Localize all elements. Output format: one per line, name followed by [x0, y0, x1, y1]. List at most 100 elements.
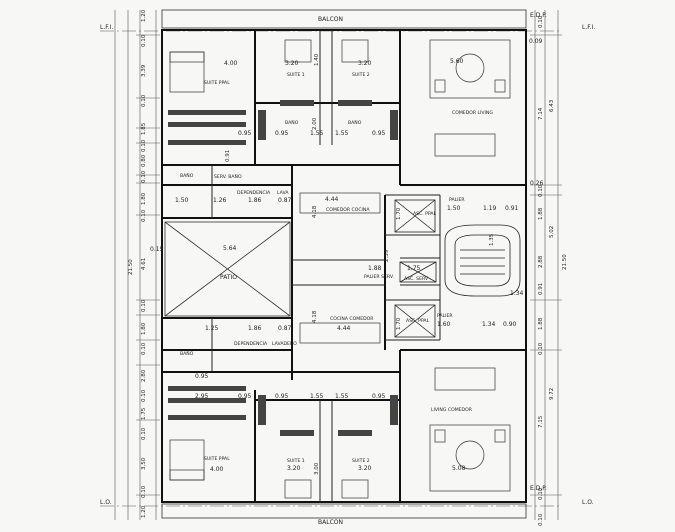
- dim-text: 1.19: [483, 205, 497, 212]
- dim-text: 0.95: [238, 130, 252, 137]
- dim-text: 1.88: [538, 317, 544, 330]
- dim-text: 0.95: [238, 393, 252, 400]
- dim-text: 1.50: [447, 205, 461, 212]
- living-comedor-bottom-label: LIVING COMEDOR: [431, 407, 473, 413]
- dimensions: 1.20 0.10 3.39 0.10 1.85 0.10 0.80 0.10 …: [128, 9, 568, 526]
- bano-serv-top-label: BAÑO: [180, 172, 194, 179]
- lava-top-label: LAVA: [277, 190, 289, 196]
- dim-text: 0.95: [372, 130, 386, 137]
- dim-text: 0.95: [372, 393, 386, 400]
- dim-text: 1.88: [368, 265, 382, 272]
- balcon-bottom-label: BALCON: [318, 519, 343, 526]
- dim-text: 0.87: [278, 197, 292, 204]
- edp-top-label: E.D.P.: [530, 12, 547, 19]
- dim-text: 1.26: [213, 197, 227, 204]
- dim-text: 2.80: [141, 369, 147, 382]
- dim-text: 1.70: [396, 207, 402, 220]
- serv-bano-top-label: SERV. BAÑO: [214, 173, 242, 180]
- dim-text: 0.10: [141, 209, 147, 222]
- asc-ppal-top-label: ASC. PPAL: [413, 211, 437, 217]
- balconies: [161, 9, 527, 519]
- dim-text: 1.20: [141, 9, 147, 22]
- patio-label: PATIO: [220, 274, 237, 281]
- edp-bottom-label: E.D.P.: [530, 485, 547, 492]
- dim-text: 0.10: [141, 94, 147, 107]
- dim-text: 4.00: [210, 466, 224, 473]
- dim-text: 1.35: [489, 233, 495, 246]
- dim-text: 4.00: [224, 60, 238, 67]
- comedor-living-top-label: COMEDOR LIVING: [452, 110, 493, 116]
- dim-text: 3.20: [358, 465, 372, 472]
- dim-text: 6.43: [549, 99, 555, 112]
- dim-text: 1.50: [175, 197, 189, 204]
- dim-text: 0.90: [503, 321, 517, 328]
- dim-text: 0.91: [505, 205, 519, 212]
- asc-ppal-bottom-label: ASC. PPAL: [406, 318, 430, 324]
- closets: [168, 100, 398, 436]
- beds: [169, 39, 369, 499]
- dim-text: 2.95: [195, 393, 209, 400]
- living-dining-furniture: [299, 39, 511, 492]
- palier-serv-label: PALIER SERV.: [364, 274, 394, 280]
- lavadero-bottom-label: LAVADERO: [272, 341, 297, 347]
- room-labels: BALCON BALCON E.D.P. E.D.P. L.F.I. L.F.I…: [100, 12, 595, 526]
- dim-text: 0.10: [141, 139, 147, 152]
- lfi-left-label: L.F.I.: [100, 24, 113, 31]
- dim-text: 9.72: [549, 388, 555, 400]
- bano-top-a-label: BAÑO: [285, 119, 299, 126]
- dim-text: 3.39: [141, 64, 147, 77]
- dim-text: 5.64: [223, 245, 237, 252]
- dim-text: 7.15: [538, 415, 544, 428]
- dim-text: 1.80: [141, 322, 147, 335]
- dim-text: 4.44: [325, 196, 339, 203]
- dim-text: 3.20: [285, 60, 299, 67]
- dim-text: 0.10: [538, 513, 544, 526]
- dim-text: 0.10: [141, 170, 147, 183]
- suite-ppal-bottom-label: SUITE PPAL: [204, 456, 230, 462]
- dim-text: 0.10: [538, 342, 544, 355]
- dim-text: 1.75: [141, 407, 147, 420]
- dim-text: 4.44: [337, 325, 351, 332]
- dim-text: 3.00: [314, 462, 320, 475]
- dim-text: 0.87: [278, 325, 292, 332]
- dim-text: 0.10: [141, 299, 147, 312]
- suite1-top-label: SUITE 1: [287, 72, 305, 78]
- dim-text: 1.70: [396, 317, 402, 330]
- dim-text: 3.20: [358, 60, 372, 67]
- dim-text: 2.88: [538, 255, 544, 268]
- dim-text: 4.18: [312, 310, 318, 323]
- dim-text: 0.91: [225, 150, 231, 162]
- dim-text: 0.95: [275, 130, 289, 137]
- dim-text: 1.55: [310, 130, 324, 137]
- dim-text: 0.10: [141, 485, 147, 498]
- suite2-bottom-label: SUITE 2: [352, 458, 370, 464]
- dim-text: 7.14: [538, 107, 544, 120]
- dim-text: 21.50: [128, 259, 134, 275]
- dim-text: 0.10: [538, 184, 544, 197]
- dependencia-top-label: DEPENDENCIA: [237, 190, 271, 196]
- lo-right-label: L.O.: [582, 499, 594, 506]
- dependencia-bottom-label: DEPENDENCIA: [234, 341, 268, 347]
- patio: [164, 221, 291, 317]
- dim-text: 0.10: [141, 34, 147, 47]
- dim-text: 5.60: [450, 58, 464, 65]
- palier-bottom-label: PALIER: [437, 313, 453, 319]
- reference-lines: [100, 10, 562, 520]
- dim-text: 1.34: [510, 290, 524, 297]
- dim-text: 1.55: [335, 393, 349, 400]
- dim-text: 1.55: [335, 130, 349, 137]
- circulation-core: [394, 199, 521, 338]
- comedor-cocina-top-label: COMEDOR COCINA: [326, 207, 370, 213]
- walls: [161, 29, 527, 503]
- dim-text: 3.20: [287, 465, 301, 472]
- dim-text: 4.18: [312, 205, 318, 218]
- suite1-bottom-label: SUITE 1: [287, 458, 305, 464]
- dim-text: 1.20: [141, 505, 147, 518]
- bano-serv-bottom-label: BAÑO: [180, 350, 194, 357]
- dim-text: 5.08: [452, 465, 466, 472]
- dim-text: 1.55: [310, 393, 324, 400]
- asc-serv-label: ASC. SERV: [404, 276, 429, 282]
- dim-text: 1.86: [248, 325, 262, 332]
- dim-text: 1.40: [314, 53, 320, 66]
